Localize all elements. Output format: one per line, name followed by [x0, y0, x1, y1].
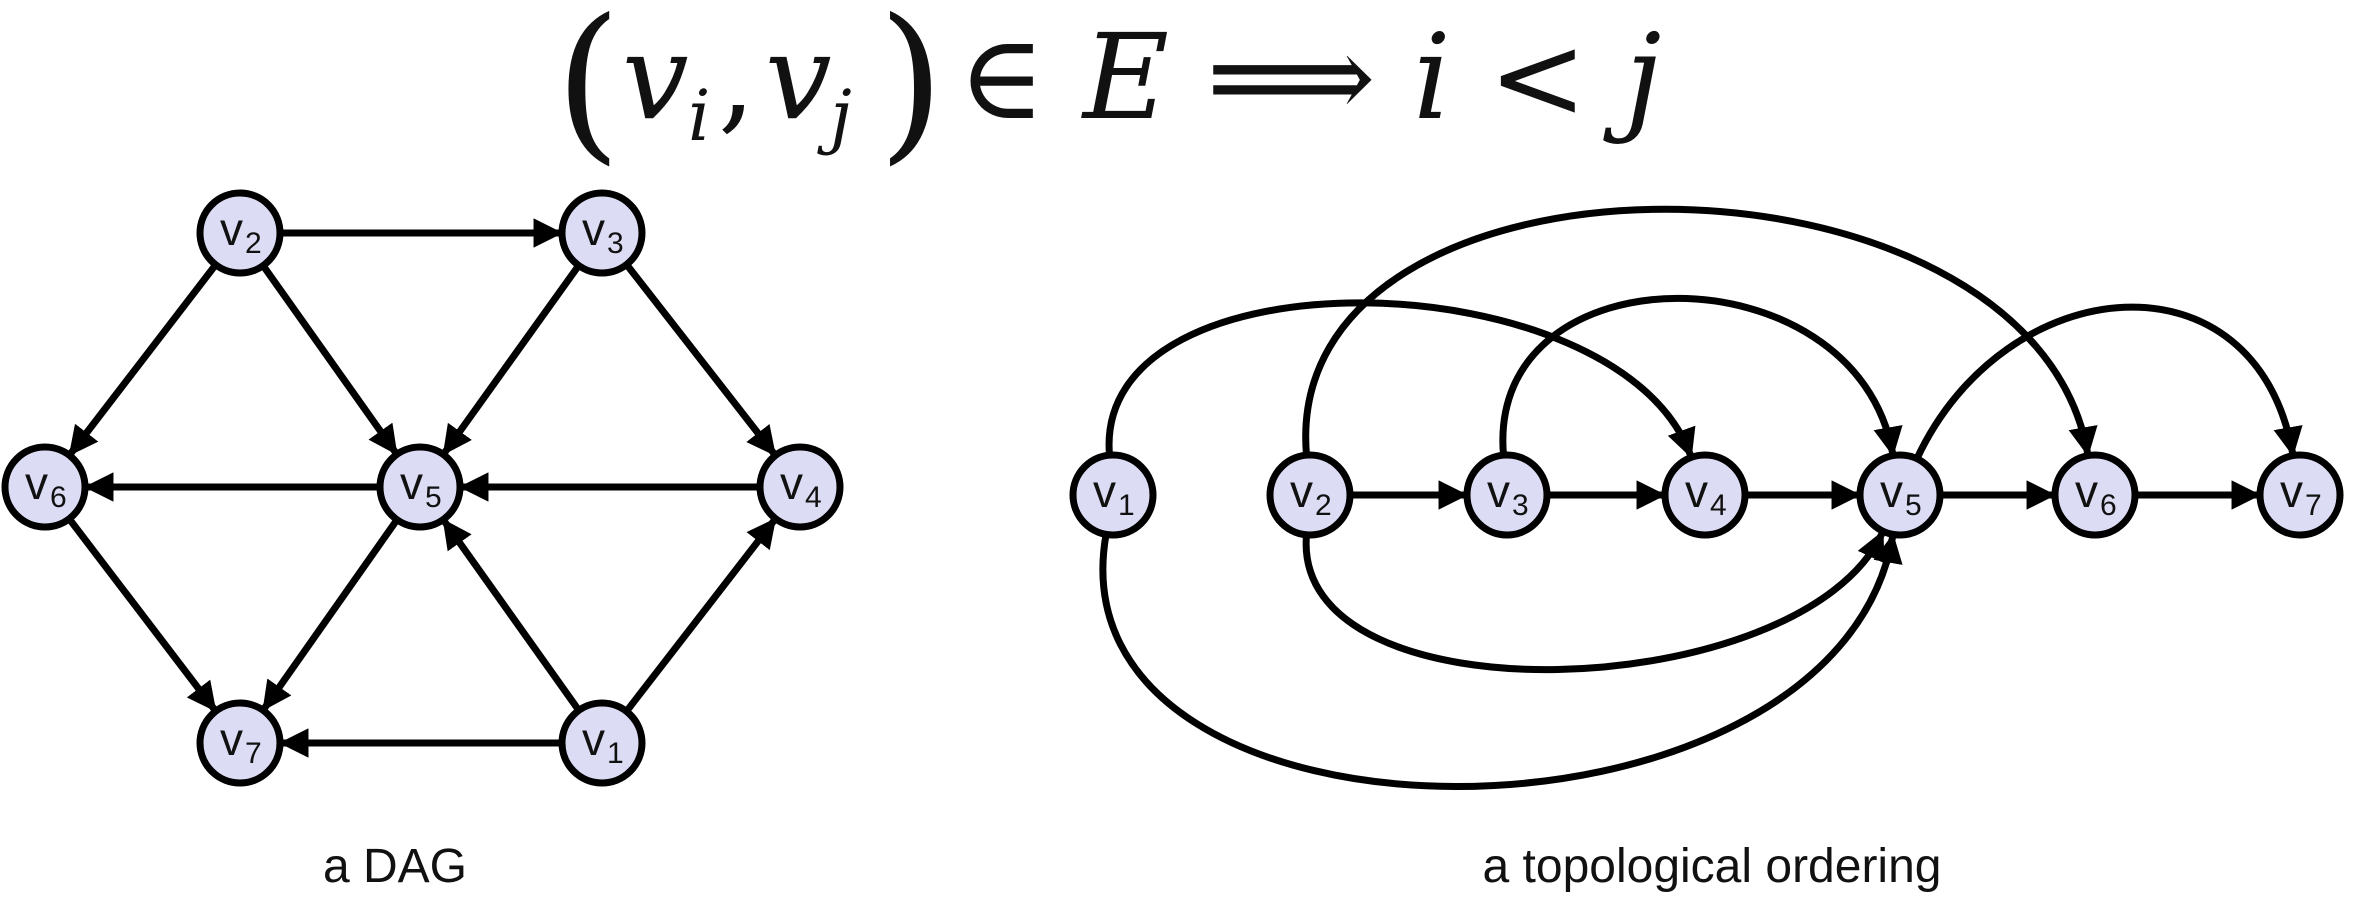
dag-node-v3-subscript: 3 [607, 227, 624, 260]
topo-node-v5-circle [1856, 451, 1944, 539]
dag-node-v4-letter: v [780, 457, 803, 509]
dag-node-v4-subscript: 4 [805, 481, 822, 514]
topo-node-v4-letter: v [1685, 465, 1708, 517]
topo-node-v1-subscript: 1 [1118, 489, 1135, 522]
dag-node-v5-subscript: 5 [425, 481, 442, 514]
dag-caption: a DAG [323, 840, 467, 893]
topo-node-v4-subscript: 4 [1710, 489, 1727, 522]
dag-node-v3-circle [558, 189, 646, 277]
topo-node-v2-letter: v [1290, 465, 1313, 517]
topo-node-v3-letter: v [1487, 465, 1510, 517]
topo-node-v6-letter: v [2075, 465, 2098, 517]
topo-node-v2-circle [1266, 451, 1354, 539]
topo-node-v7-subscript: 7 [2305, 489, 2322, 522]
dag-node-v4-circle [756, 443, 844, 531]
edge-v2-v5 [260, 263, 399, 456]
topo-node-v6-circle [2051, 451, 2139, 539]
edge-v3-v5 [1499, 295, 1903, 457]
topo-node-v2-subscript: 2 [1315, 489, 1332, 522]
topo-edges [1099, 205, 2303, 790]
dag-node-v2-circle [196, 189, 284, 277]
formula-open-paren: ( [555, 0, 621, 181]
dag-edges [66, 218, 778, 758]
topo-node-v4-circle [1661, 451, 1749, 539]
dag-node-v1-letter: v [582, 713, 605, 765]
dag-node-v7-letter: v [220, 713, 243, 765]
topo-node-v6-subscript: 6 [2100, 489, 2117, 522]
edge-v1-v4 [1105, 299, 1696, 459]
topo-node-v3-subscript: 3 [1512, 489, 1529, 522]
dag-node-v3-letter: v [582, 203, 605, 255]
topo-node-v7-letter: v [2280, 465, 2303, 517]
edge-v1-v5 [441, 518, 582, 713]
formula-comma: , [718, 8, 756, 146]
topo-node-v5-subscript: 5 [1905, 489, 1922, 522]
dag-node-v7-subscript: 7 [245, 737, 262, 770]
topo-caption: a topological ordering [1483, 840, 1942, 893]
edge-v5-v7 [1913, 303, 2303, 461]
dag-node-v5-letter: v [400, 457, 423, 509]
topo-node-v1-circle [1069, 451, 1157, 539]
edge-v2-v6 [1302, 205, 2098, 457]
dag-node-v6-subscript: 6 [50, 481, 67, 514]
formula-implication: ∈ E ⟹ i < j [958, 8, 1661, 146]
topo-node-v5-letter: v [1880, 465, 1903, 517]
formula: ( v i , v j ) ∈ E ⟹ i < j [555, 0, 1661, 181]
edge-v1-v4 [623, 517, 778, 714]
edge-v3-v4 [623, 262, 777, 457]
dag-node-v5-circle [376, 443, 464, 531]
edge-v2-v5 [1302, 530, 1886, 674]
formula-var-vi: v [622, 8, 689, 146]
topo-node-v1-letter: v [1093, 465, 1116, 517]
topo-node-v3-circle [1463, 451, 1551, 539]
formula-sub-i: i [688, 75, 710, 157]
topo-node-v7-circle [2256, 451, 2344, 539]
formula-var-vj: v [765, 8, 832, 146]
edge-v6-v7 [66, 516, 218, 712]
dag-node-v7-circle [196, 699, 284, 787]
dag-node-v2-letter: v [220, 203, 243, 255]
edge-v1-v5 [1099, 533, 1903, 790]
formula-close-paren: ) [878, 0, 944, 181]
dag-node-v2-subscript: 2 [245, 227, 262, 260]
dag-node-v1-subscript: 1 [607, 737, 624, 770]
dag-node-v6-circle [1, 443, 89, 531]
dag-node-v1-circle [558, 699, 646, 787]
edge-v5-v7 [261, 517, 400, 712]
dag-node-v6-letter: v [25, 457, 48, 509]
edge-v2-v6 [67, 262, 219, 457]
edge-v3-v5 [441, 263, 582, 456]
